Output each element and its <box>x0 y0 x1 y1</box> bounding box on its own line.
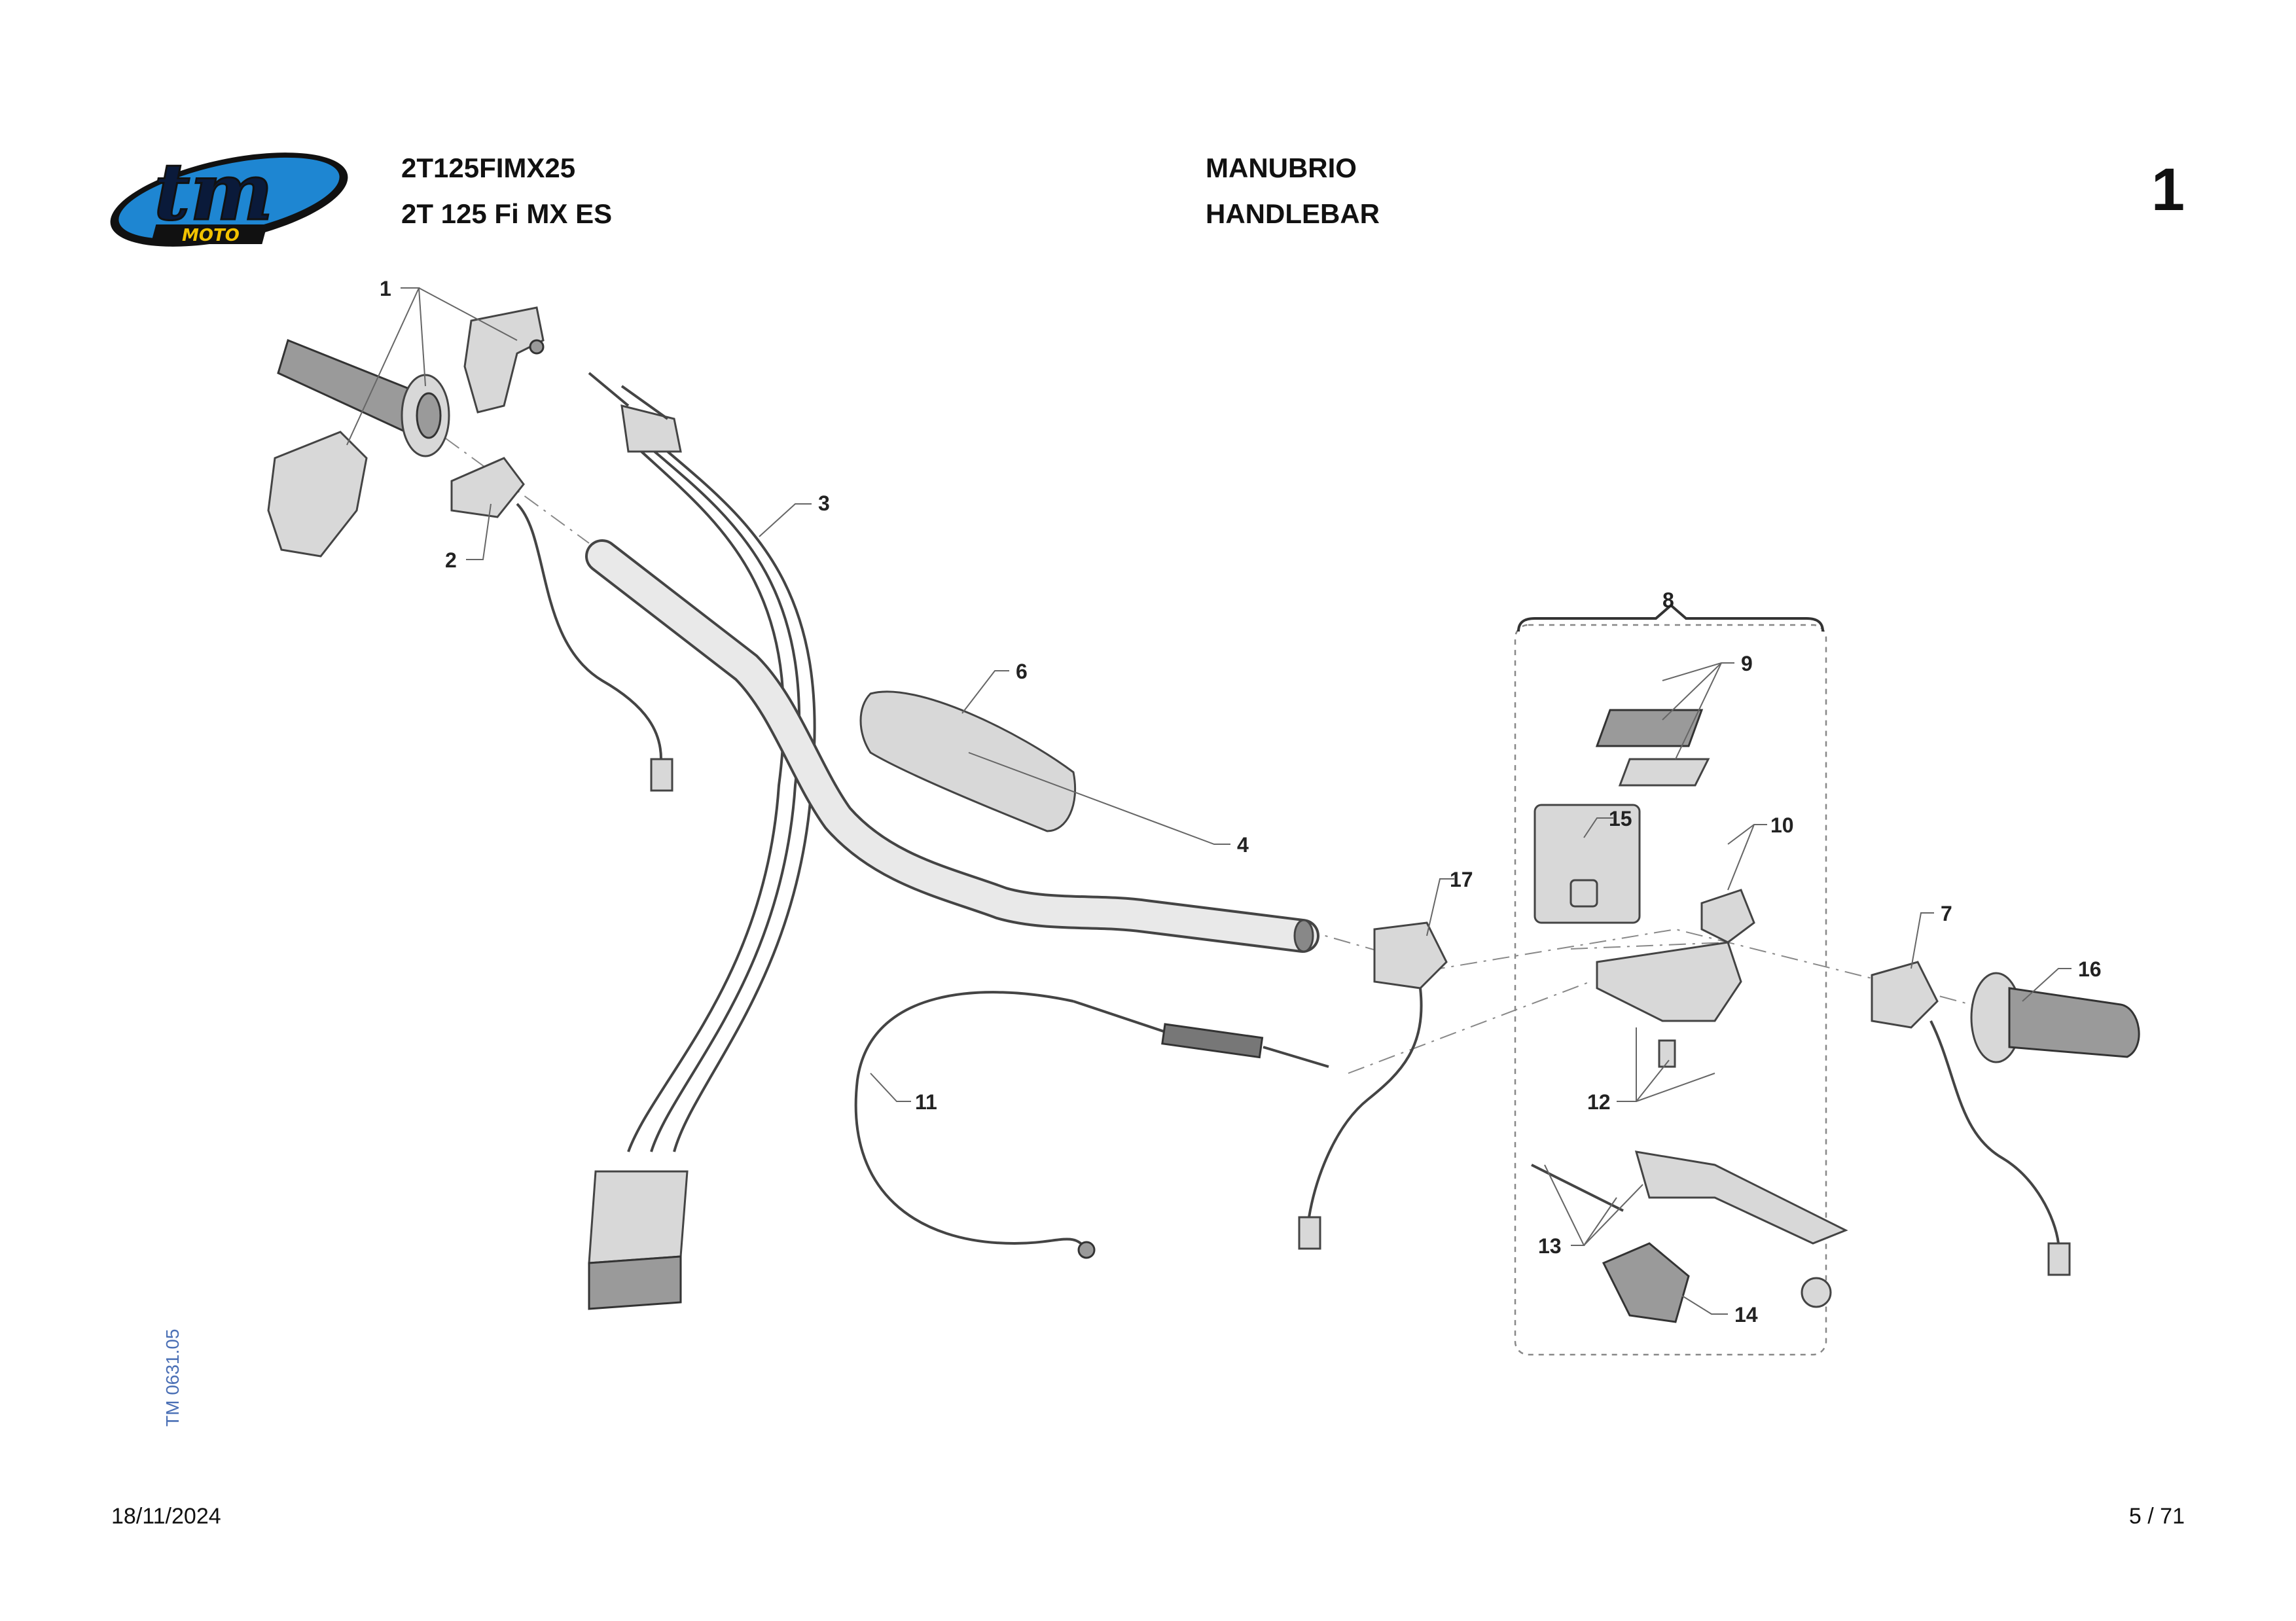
left-grip <box>1970 972 2140 1063</box>
footer-date: 18/11/2024 <box>111 1504 221 1529</box>
callout-1: 1 <box>380 277 391 300</box>
left-switch <box>1298 921 1448 1250</box>
throttle-grip-assembly <box>267 306 545 558</box>
model-name: 2T 125 Fi MX ES <box>401 198 613 229</box>
logo-main-text: tm <box>154 147 273 238</box>
model-code: 2T125FIMX25 <box>401 152 576 183</box>
callout-9: 9 <box>1741 652 1753 675</box>
kill-switch <box>450 457 673 792</box>
callout-6: 6 <box>1016 660 1028 683</box>
handlebar-pad <box>859 690 1077 832</box>
master-cylinder-parts <box>1531 709 1848 1323</box>
throttle-cables <box>588 372 816 1310</box>
right-switch <box>1871 961 2071 1276</box>
callout-17: 17 <box>1450 868 1473 891</box>
section-title-en: HANDLEBAR <box>1206 198 1380 229</box>
handlebar-tube <box>585 539 1319 953</box>
callout-13: 13 <box>1538 1234 1562 1258</box>
callout-14: 14 <box>1734 1303 1758 1327</box>
section-number: 1 <box>2151 156 2185 223</box>
callout-4: 4 <box>1237 833 1249 857</box>
lever-cable <box>854 991 1329 1259</box>
section-title-it: MANUBRIO <box>1206 152 1357 183</box>
footer-page-number: 5 / 71 <box>2128 1504 2185 1529</box>
callout-7: 7 <box>1941 902 1952 925</box>
callout-2: 2 <box>445 548 457 572</box>
callout-10: 10 <box>1770 813 1794 837</box>
master-cylinder-kit-box <box>1514 624 1827 1356</box>
tm-moto-logo: tm MOTO <box>110 147 348 247</box>
callout-16: 16 <box>2078 957 2102 981</box>
logo-sub-text: MOTO <box>182 226 240 245</box>
callout-8: 8 <box>1662 588 1674 612</box>
callout-15: 15 <box>1609 807 1632 830</box>
callout-12: 12 <box>1587 1090 1611 1114</box>
callout-11: 11 <box>915 1090 937 1114</box>
document-id: TM 0631.05 <box>162 1328 183 1427</box>
callout-3: 3 <box>818 491 830 515</box>
